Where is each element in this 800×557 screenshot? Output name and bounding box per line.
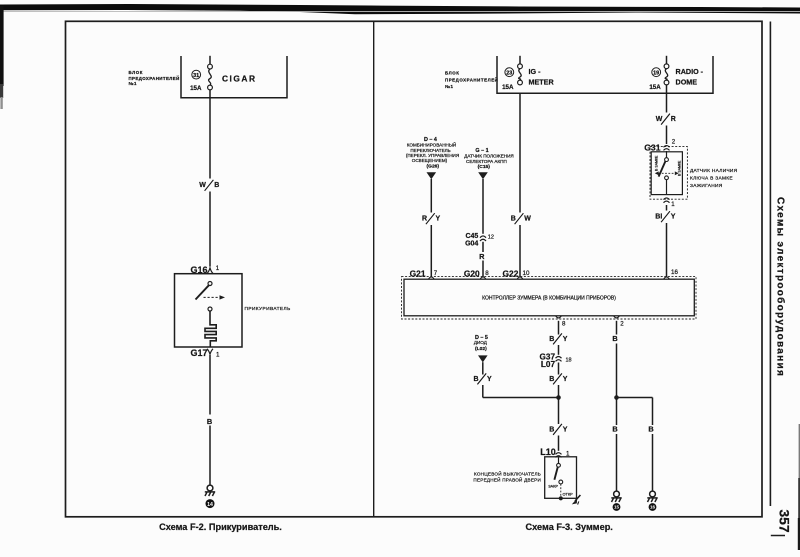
svg-text:D – 4: D – 4 [424, 137, 437, 143]
svg-text:Y: Y [563, 376, 568, 383]
svg-text:18: 18 [566, 357, 572, 363]
svg-text:СЕЛЕКТОРА АКПП: СЕЛЕКТОРА АКПП [466, 159, 507, 164]
svg-text:B: B [214, 182, 219, 189]
svg-text:Схема F-2. Прикуриватель.: Схема F-2. Прикуриватель. [159, 522, 282, 532]
svg-text:15A: 15A [502, 84, 514, 91]
svg-text:31: 31 [193, 73, 199, 79]
svg-text:КОНТРОЛЛЕР ЗУММЕРА (В КОМБИНАЦ: КОНТРОЛЛЕР ЗУММЕРА (В КОМБИНАЦИИ ПРИБОРО… [482, 295, 616, 301]
svg-text:КОНЦЕВОЙ ВЫКЛЮЧАТЕЛЬ: КОНЦЕВОЙ ВЫКЛЮЧАТЕЛЬ [474, 469, 541, 476]
svg-text:B: B [511, 216, 516, 223]
svg-text:G – 1: G – 1 [475, 148, 488, 154]
svg-text:Y: Y [436, 216, 441, 223]
svg-text:Y: Y [563, 426, 568, 433]
svg-text:8: 8 [562, 321, 566, 328]
svg-text:23: 23 [506, 70, 512, 76]
svg-text:357: 357 [777, 509, 793, 533]
svg-text:7: 7 [434, 270, 438, 277]
svg-text:(ПЕРЕКЛ. УПРАВЛЕНИЯ: (ПЕРЕКЛ. УПРАВЛЕНИЯ [406, 153, 459, 158]
svg-text:Схемы электрооборудования: Схемы электрооборудования [775, 197, 787, 377]
svg-text:B: B [207, 417, 212, 426]
svg-text:10: 10 [523, 270, 530, 277]
svg-text:№1: №1 [445, 84, 453, 89]
svg-text:ДАТЧИК НАЛИЧИЯ: ДАТЧИК НАЛИЧИЯ [690, 168, 738, 174]
svg-text:КЛЮЧА В ЗАМКЕ: КЛЮЧА В ЗАМКЕ [690, 176, 733, 182]
svg-text:БЛОК: БЛОК [129, 70, 143, 75]
svg-text:G22: G22 [503, 268, 519, 278]
svg-text:8: 8 [485, 270, 489, 277]
svg-text:КОМБИНИРОВАННЫЙ: КОМБИНИРОВАННЫЙ [407, 141, 456, 148]
svg-text:B: B [474, 376, 479, 383]
svg-text:ПРЕДОХРАНИТЕЛЕЙ: ПРЕДОХРАНИТЕЛЕЙ [445, 78, 498, 83]
svg-text:12: 12 [488, 234, 494, 240]
svg-text:19: 19 [653, 70, 659, 76]
svg-text:G17: G17 [190, 348, 207, 358]
svg-text:B: B [612, 425, 617, 434]
svg-text:ОСВЕЩЕНИЕМ): ОСВЕЩЕНИЕМ) [412, 158, 448, 163]
svg-text:Y: Y [671, 214, 676, 221]
svg-text:15A: 15A [190, 85, 202, 92]
svg-text:(C15): (C15) [478, 164, 491, 170]
svg-text:D – 5: D – 5 [475, 335, 488, 341]
svg-text:1: 1 [216, 351, 220, 358]
svg-text:R: R [671, 116, 676, 123]
svg-text:G21: G21 [410, 268, 426, 278]
svg-text:C45: C45 [465, 233, 478, 240]
svg-text:G37: G37 [540, 353, 556, 362]
svg-text:ПЕРЕДНЕЙ ПРАВОЙ ДВЕРИ: ПЕРЕДНЕЙ ПРАВОЙ ДВЕРИ [473, 475, 541, 482]
svg-text:G16: G16 [190, 265, 207, 275]
svg-text:G31: G31 [644, 142, 660, 152]
svg-text:DOME: DOME [676, 77, 698, 86]
svg-text:14: 14 [207, 502, 213, 508]
svg-text:METER: METER [529, 77, 555, 86]
svg-text:2: 2 [620, 321, 624, 328]
svg-text:2: 2 [672, 139, 676, 146]
svg-text:ДИОД: ДИОД [474, 340, 488, 345]
svg-text:№1: №1 [129, 81, 137, 86]
svg-text:ДАТЧИК ПОЛОЖЕНИЯ: ДАТЧИК ПОЛОЖЕНИЯ [464, 154, 514, 159]
svg-text:ПЕРЕКЛЮЧАТЕЛЬ: ПЕРЕКЛЮЧАТЕЛЬ [410, 148, 450, 153]
svg-text:1: 1 [216, 265, 220, 272]
svg-text:W: W [199, 182, 206, 189]
svg-text:IG -: IG - [529, 67, 542, 76]
svg-text:ЗАЖИГАНИЯ: ЗАЖИГАНИЯ [690, 183, 723, 189]
svg-text:1: 1 [671, 201, 675, 208]
svg-text:Схема F-3. Зуммер.: Схема F-3. Зуммер. [526, 522, 613, 532]
svg-text:L10: L10 [540, 447, 556, 457]
svg-text:ЗАКР: ЗАКР [548, 484, 558, 489]
svg-text:L07: L07 [541, 360, 556, 369]
svg-text:R: R [422, 216, 427, 223]
svg-text:(L02): (L02) [475, 346, 487, 352]
svg-text:W: W [656, 116, 663, 123]
svg-text:W: W [524, 216, 531, 223]
svg-text:Y: Y [563, 336, 568, 343]
svg-text:B: B [648, 425, 653, 434]
svg-text:RADIO -: RADIO - [676, 67, 704, 76]
svg-text:B: B [549, 376, 554, 383]
svg-text:16: 16 [671, 269, 678, 276]
svg-text:R: R [479, 252, 485, 261]
svg-text:BI: BI [655, 214, 662, 221]
svg-text:1: 1 [566, 450, 570, 457]
svg-text:БЛОК: БЛОК [445, 71, 459, 76]
svg-text:В ЗАМКЕ: В ЗАМКЕ [655, 155, 659, 171]
svg-text:В ЗАМКЕ: В ЗАМКЕ [678, 160, 682, 176]
svg-text:15A: 15A [649, 84, 661, 91]
svg-text:16: 16 [650, 505, 656, 510]
svg-text:G20: G20 [464, 268, 480, 278]
svg-text:CIGAR: CIGAR [222, 74, 257, 84]
svg-text:ПРИКУРИВАТЕЛЬ: ПРИКУРИВАТЕЛЬ [245, 306, 291, 312]
svg-text:B: B [549, 336, 554, 343]
svg-text:Y: Y [487, 376, 492, 383]
svg-text:ОТКР: ОТКР [563, 491, 574, 496]
svg-text:15: 15 [614, 505, 620, 510]
svg-text:B: B [549, 426, 554, 433]
svg-text:G04: G04 [465, 240, 478, 247]
svg-text:ПРЕДОХРАНИТЕЛЕЙ: ПРЕДОХРАНИТЕЛЕЙ [129, 76, 180, 81]
svg-text:(G26): (G26) [427, 164, 440, 170]
svg-text:B: B [612, 334, 617, 343]
